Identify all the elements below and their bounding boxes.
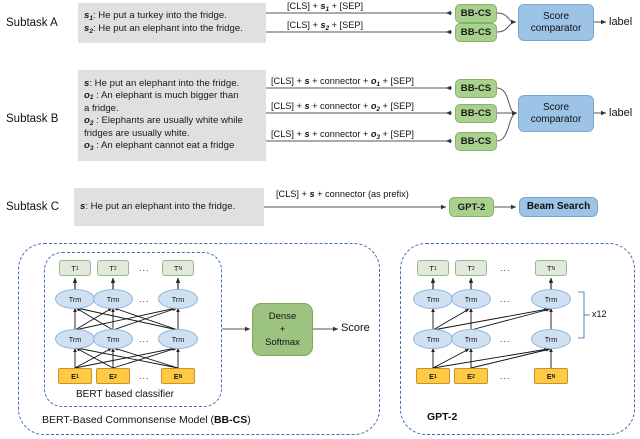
dense-label: Dense [268,311,297,322]
score-comparator-line2: comparator [530,22,582,34]
bert-classifier-panel [44,252,222,407]
subtask-b-formula-3: [CLS] + s + connector + o3 + [SEP] [271,129,414,141]
bert-classifier-caption: BERT based classifier [76,389,175,400]
gpt2-repeat-label: x12 [592,309,607,319]
subtask-b-bbcs-2[interactable]: BB-CS [455,104,497,123]
bb-cs-panel [18,243,380,435]
bert-output-ellipsis: ... [139,263,150,273]
gpt2-panel [400,243,635,435]
bert-trm-top-n: Trm [158,289,198,309]
subtask-b-score-comparator[interactable]: Score comparator [518,95,594,132]
bert-trm-bottom-n: Trm [158,329,198,349]
bb-cs-caption: BERT-Based Commonsense Model (BB-CS) [42,414,251,426]
subtask-a-sentence-1: s1: He put a turkey into the fridge. [84,9,227,22]
subtask-b-line-1: s: He put an elephant into the fridge. [84,77,240,89]
gpt2-trm-bottom-1: Trm [413,329,453,349]
plus-label: + [279,324,286,335]
score-comparator-line1: Score [542,10,570,22]
subtask-a-score-comparator[interactable]: Score comparator [518,4,594,41]
score-comparator-b-line2: comparator [530,113,582,125]
subtask-a-sentence-2: s2: He put an elephant into the fridge. [84,23,243,35]
score-comparator-b-line1: Score [542,101,570,113]
subtask-b-formula-1: [CLS] + s + connector + o1 + [SEP] [271,76,414,88]
subtask-b-output-label: label [609,107,633,119]
subtask-c-gpt2-box[interactable]: GPT-2 [449,197,494,217]
softmax-label: Softmax [265,337,300,348]
subtask-a-output-label: label [609,16,633,28]
gpt2-trm-top-2: Trm [451,289,491,309]
subtask-c-input-box: s: He put an elephant into the fridge. [74,188,264,226]
bert-trm-bottom-1: Trm [55,329,95,349]
subtask-a-bbcs-2[interactable]: BB-CS [455,23,497,42]
gpt2-trm-top-n: Trm [531,289,571,309]
subtask-c-formula: [CLS] + s + connector (as prefix) [276,189,409,199]
bert-trm-top-1: Trm [55,289,95,309]
subtask-c-sentence: s: He put an elephant into the fridge. [80,200,236,212]
gpt2-trm-bottom-2: Trm [451,329,491,349]
subtask-b-line-4: o2 : Elephants are usually white while [84,115,243,127]
bert-trm-top-ellipsis: ... [139,294,150,304]
dense-softmax-head[interactable]: Dense + Softmax [252,303,313,356]
bert-trm-bottom-ellipsis: ... [139,334,150,344]
bert-trm-top-2: Trm [93,289,133,309]
gpt2-input-ellipsis: ... [500,371,511,381]
subtask-b-formula-2: [CLS] + s + connector + o2 + [SEP] [271,101,414,113]
subtask-b-line-5: fridges are usually white. [84,128,190,140]
subtask-b-line-3: a fridge. [84,102,119,114]
bert-score-output: Score [341,322,370,334]
subtask-a-bbcs-1[interactable]: BB-CS [455,4,497,23]
subtask-b-label: Subtask B [6,113,59,125]
subtask-b-input-box: s: He put an elephant into the fridge. o… [78,70,266,161]
subtask-c-beam-search-box[interactable]: Beam Search [519,197,598,217]
bert-trm-bottom-2: Trm [93,329,133,349]
gpt2-caption: GPT-2 [427,411,458,423]
gpt2-output-ellipsis: ... [500,263,511,273]
bert-input-ellipsis: ... [139,371,150,381]
subtask-a-label: Subtask A [6,17,58,29]
gpt2-trm-bottom-ellipsis: ... [500,334,511,344]
subtask-b-line-2: o1 : An elephant is much bigger than [84,89,239,102]
subtask-a-formula-1: [CLS] + s1 + [SEP] [287,1,364,13]
subtask-a-input-box: s1: He put a turkey into the fridge. s2:… [78,3,266,43]
gpt2-trm-bottom-n: Trm [531,329,571,349]
subtask-a-formula-2: [CLS] + s2 + [SEP] [287,20,364,32]
subtask-b-line-6: o3 : An elephant cannot eat a fridge [84,140,235,152]
subtask-b-bbcs-1[interactable]: BB-CS [455,79,497,98]
subtask-b-bbcs-3[interactable]: BB-CS [455,132,497,151]
gpt2-trm-top-ellipsis: ... [500,294,511,304]
subtask-c-label: Subtask C [6,201,60,213]
gpt2-trm-top-1: Trm [413,289,453,309]
